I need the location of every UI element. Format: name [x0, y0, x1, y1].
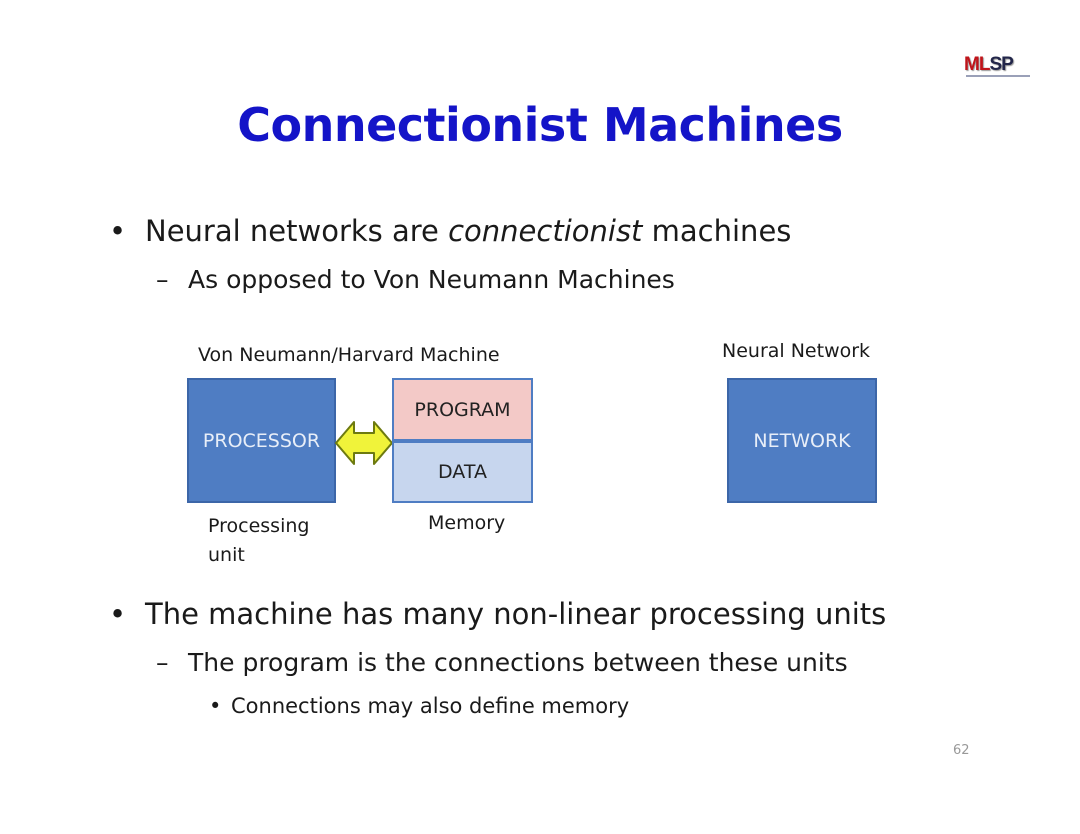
processor-box: PROCESSOR — [187, 378, 336, 503]
bullet2-sub-text: The program is the connections between t… — [188, 648, 848, 677]
network-box: NETWORK — [727, 378, 877, 503]
network-box-label: NETWORK — [753, 429, 851, 452]
processing-unit-line1: Processing — [208, 515, 310, 537]
memory-caption: Memory — [428, 512, 506, 534]
processing-unit-caption: Processing unit — [208, 512, 309, 570]
program-box: PROGRAM — [392, 378, 533, 441]
bullet-marker: • — [109, 214, 127, 248]
logo-underline — [966, 75, 1030, 77]
dash-marker: – — [156, 648, 169, 677]
small-bullet-marker: • — [209, 694, 222, 718]
slide-title: Connectionist Machines — [237, 98, 843, 152]
neural-network-label: Neural Network — [722, 340, 871, 362]
page-number: 62 — [953, 743, 970, 758]
double-arrow-icon — [335, 421, 393, 465]
bullet1-sub-text: As opposed to Von Neumann Machines — [188, 265, 675, 294]
data-box: DATA — [392, 441, 533, 503]
bullet-neural-networks: • Neural networks are connectionist mach… — [109, 214, 792, 248]
dash-marker: – — [156, 265, 169, 294]
logo-sp: SP — [989, 54, 1013, 75]
bullet1-emph: connectionist — [448, 214, 643, 248]
data-box-label: DATA — [438, 461, 487, 483]
bullet2-subsub-text: Connections may also define memory — [231, 694, 630, 718]
subsub-bullet-memory: • Connections may also define memory — [209, 694, 630, 718]
bullet1-pre: Neural networks are — [145, 214, 449, 248]
processor-box-label: PROCESSOR — [202, 429, 321, 452]
bullet-marker: • — [109, 597, 127, 631]
mlsp-logo: MLSP — [964, 54, 1014, 76]
logo-ml: ML — [964, 54, 990, 75]
program-box-label: PROGRAM — [414, 398, 511, 421]
sub-bullet-program-connections: – The program is the connections between… — [156, 648, 848, 677]
bullet2-text: The machine has many non-linear processi… — [145, 597, 887, 631]
sub-bullet-von-neumann: – As opposed to Von Neumann Machines — [156, 265, 675, 294]
bullet1-post: machines — [642, 214, 792, 248]
processing-unit-line2: unit — [208, 544, 245, 566]
bullet-nonlinear-units: • The machine has many non-linear proces… — [109, 597, 887, 631]
von-neumann-label: Von Neumann/Harvard Machine — [198, 344, 500, 366]
double-arrow-shape — [335, 421, 393, 465]
